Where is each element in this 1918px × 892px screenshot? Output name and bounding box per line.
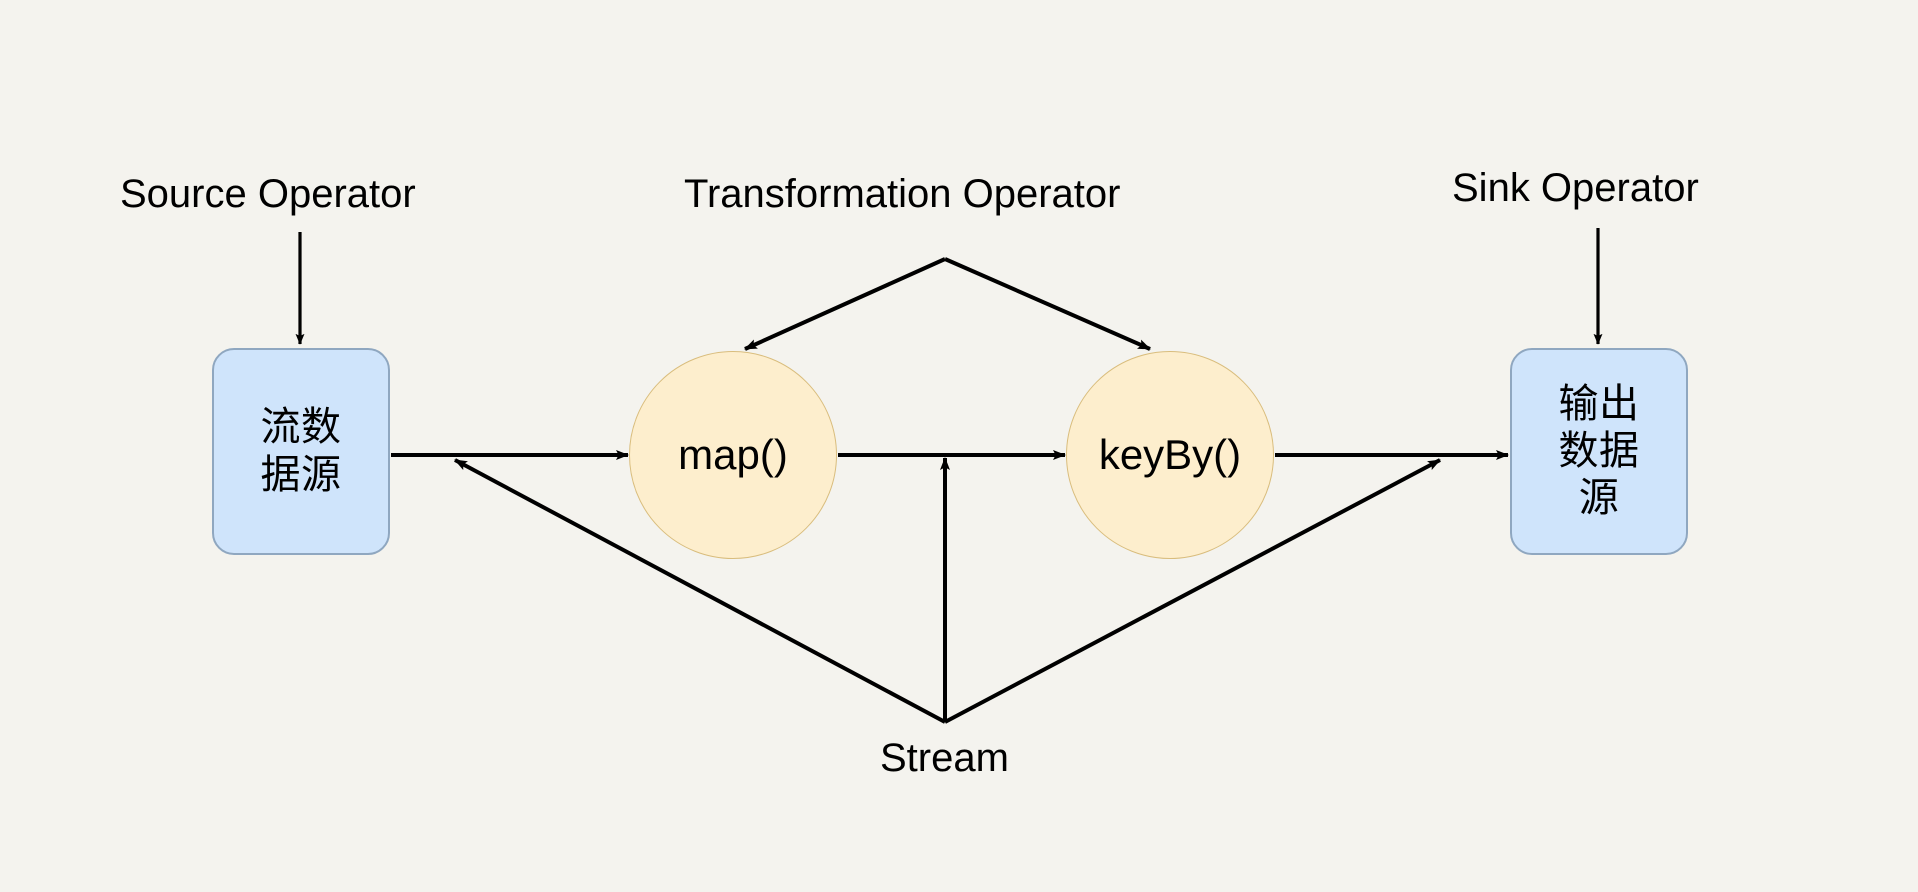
node-keyby[interactable]: keyBy() (1066, 351, 1274, 559)
edge-transformation-to-map (744, 257, 946, 351)
caption-sink-operator: Sink Operator (1452, 166, 1699, 210)
edge-transformation-to-keyby (944, 257, 1151, 351)
node-map[interactable]: map() (629, 351, 837, 559)
node-source-label: 流数据源 (260, 405, 342, 497)
caption-transformation-operator: Transformation Operator (684, 172, 1121, 216)
caption-stream: Stream (880, 736, 1009, 780)
edge-stream-to-left-edge (454, 458, 946, 724)
node-sink-label: 输出数据源 (1558, 381, 1640, 521)
node-source[interactable]: 流数据源 (212, 348, 390, 555)
caption-source-operator: Source Operator (120, 172, 416, 216)
node-sink[interactable]: 输出数据源 (1510, 348, 1688, 555)
node-keyby-label: keyBy() (1098, 431, 1242, 478)
edge-stream-to-right-edge (944, 458, 1441, 724)
node-map-label: map() (678, 431, 788, 478)
